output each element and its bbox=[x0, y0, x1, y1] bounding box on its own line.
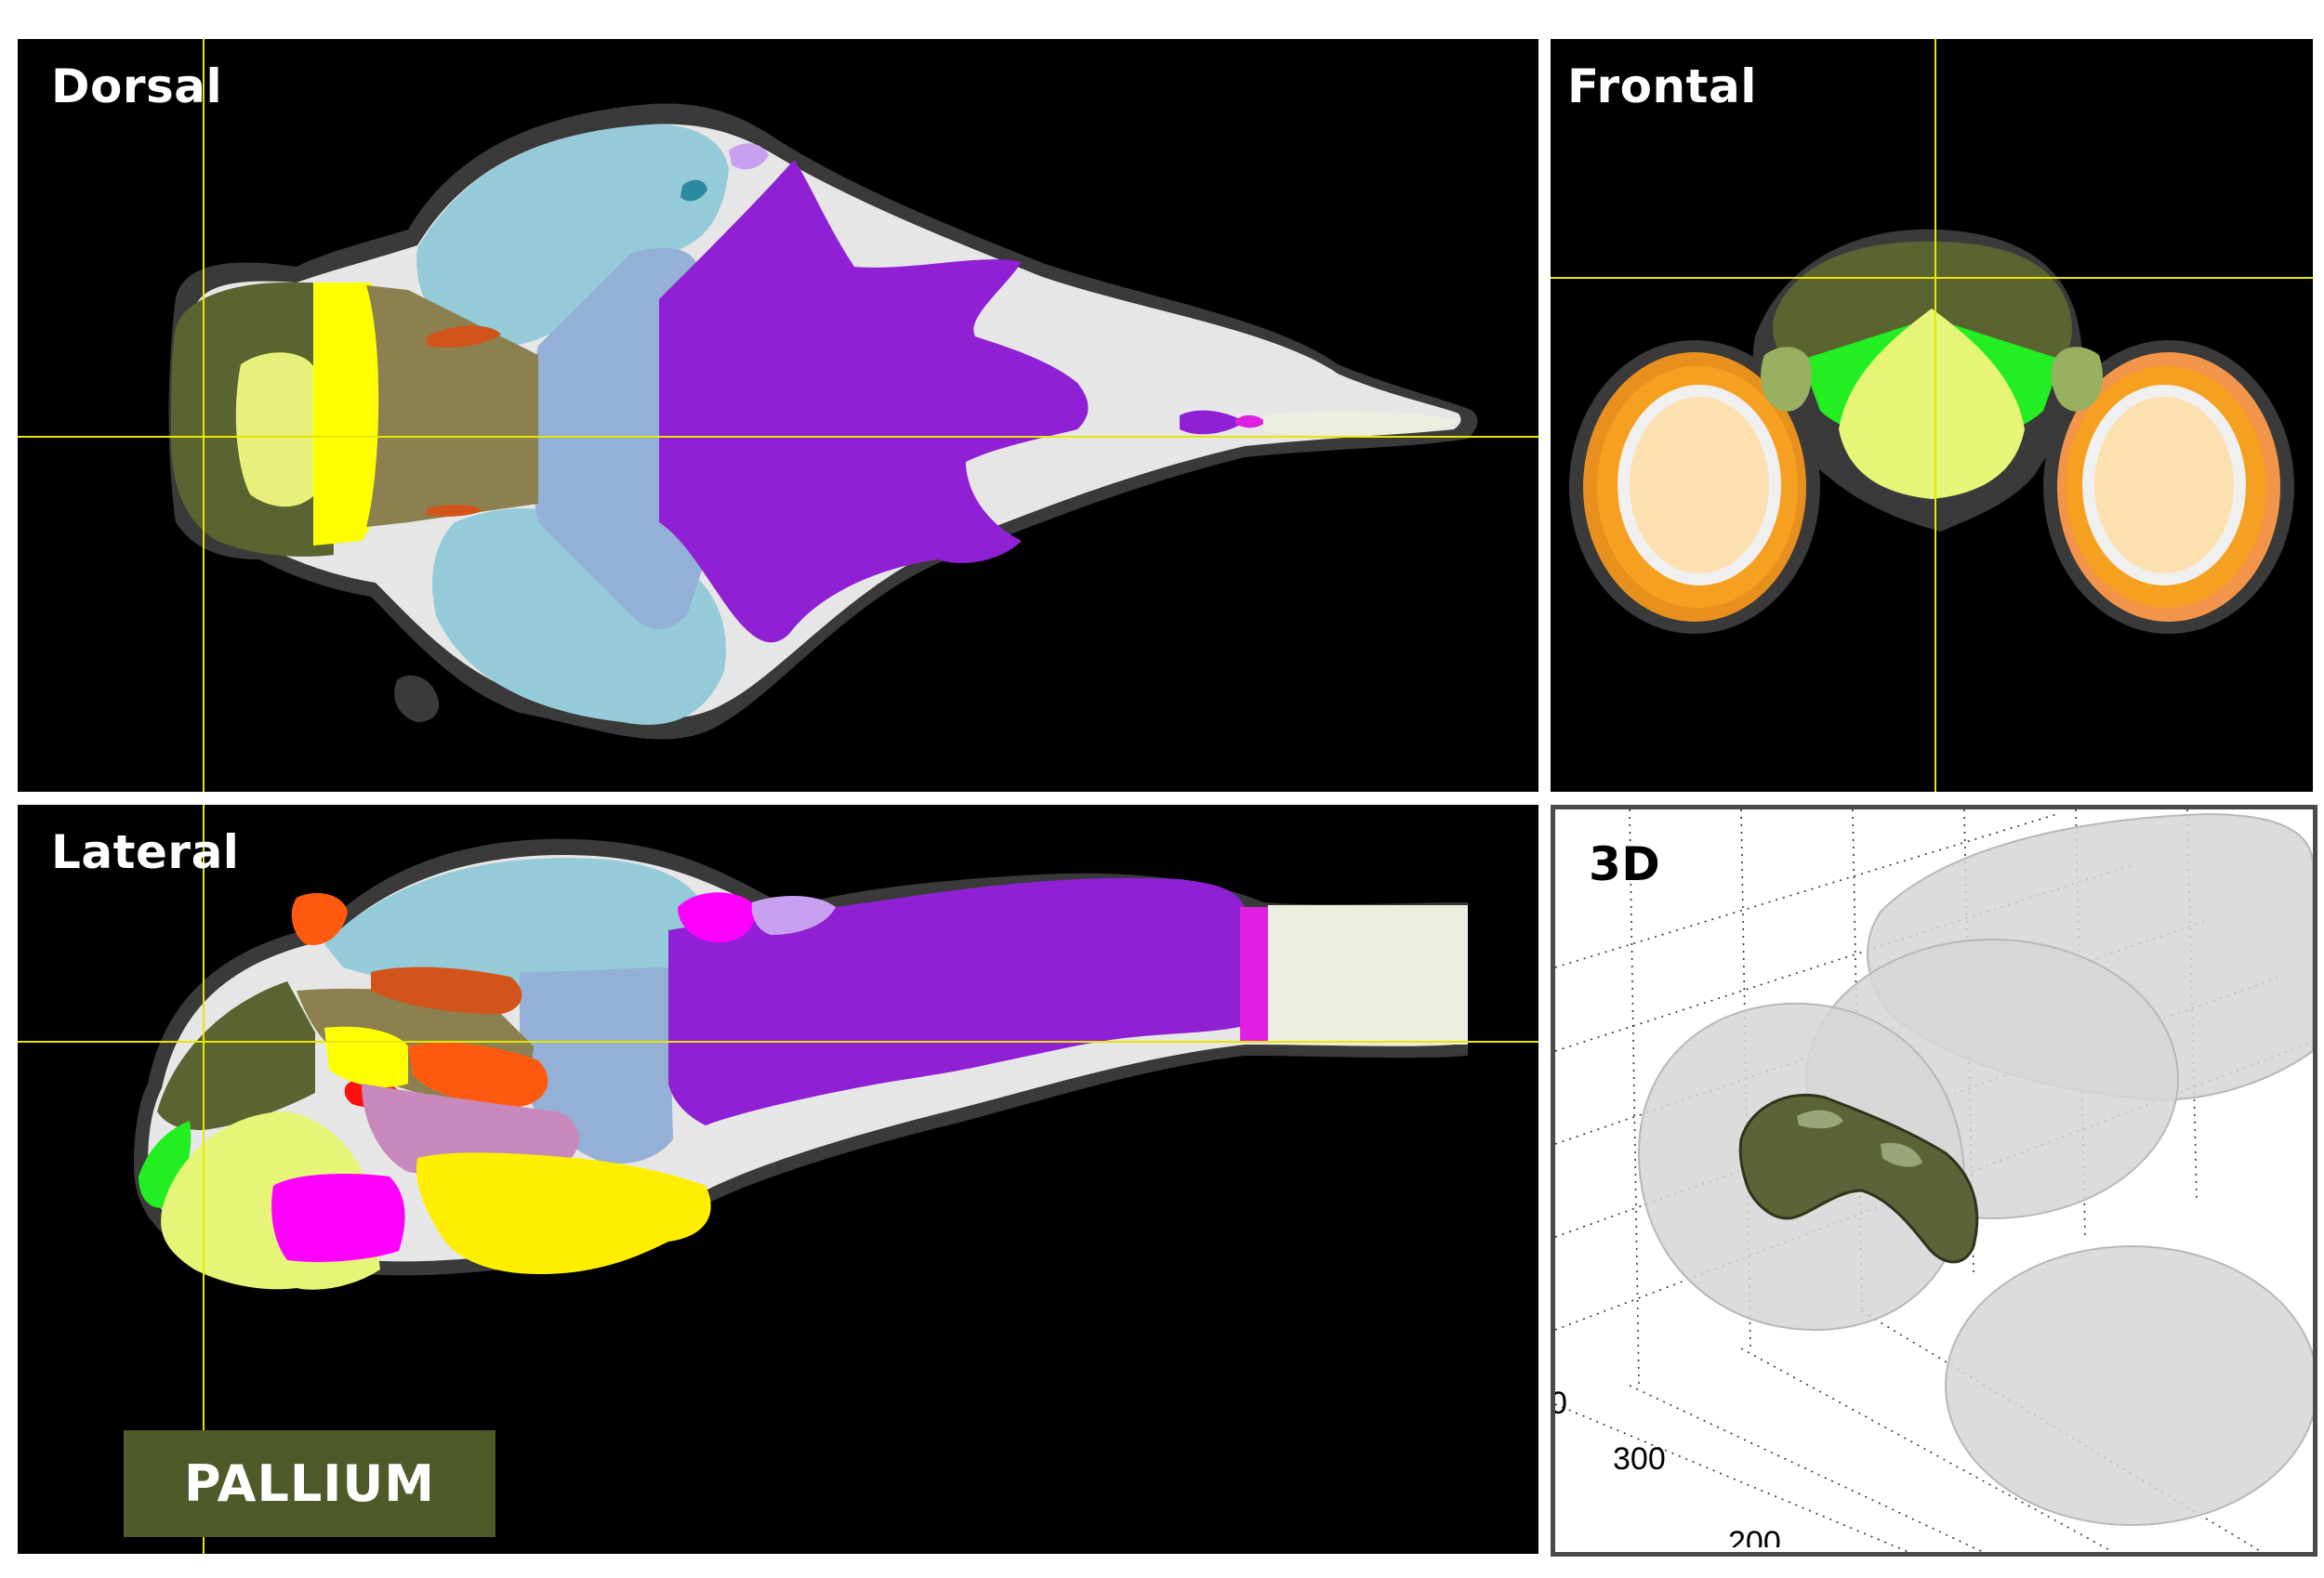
frontal-brain-map bbox=[1551, 39, 2313, 792]
frontal-side-left bbox=[1761, 347, 1812, 412]
lateral-view-panel[interactable]: Lateral PALLIUM bbox=[18, 805, 1538, 1554]
three-d-pallium-highlight-2 bbox=[1881, 1142, 1922, 1167]
dorsal-lilac-bit bbox=[729, 143, 769, 170]
lateral-hindbrain bbox=[668, 877, 1254, 1125]
dorsal-orange-bit-1 bbox=[427, 325, 501, 348]
lateral-mauve bbox=[362, 1084, 579, 1177]
dorsal-view-label: Dorsal bbox=[51, 59, 223, 113]
dorsal-yellow-band bbox=[313, 283, 387, 546]
lateral-magenta bbox=[271, 1174, 405, 1262]
lateral-lilac-top bbox=[751, 896, 836, 935]
three-d-axis-tick-b: 300 bbox=[1613, 1441, 1666, 1477]
dorsal-teal-bit bbox=[680, 179, 707, 202]
three-d-render bbox=[1555, 809, 2313, 1552]
lateral-magenta-top bbox=[678, 892, 756, 943]
dorsal-tectum bbox=[416, 124, 729, 347]
three-d-brain-shell bbox=[1637, 812, 2313, 1526]
frontal-right-eye-lens bbox=[2094, 397, 2234, 573]
lateral-tectum bbox=[324, 858, 710, 1000]
lateral-yellow-bottom bbox=[416, 1152, 711, 1274]
dorsal-spinal-cord bbox=[1263, 411, 1459, 436]
three-d-pallium bbox=[1738, 1093, 1979, 1264]
dorsal-orange-bit-2 bbox=[427, 504, 482, 517]
lateral-brain-map bbox=[18, 805, 1538, 1554]
frontal-subpallium bbox=[1839, 309, 2025, 499]
lateral-view-label: Lateral bbox=[51, 825, 240, 879]
three-d-eye-shell bbox=[1945, 1245, 2313, 1526]
lateral-orange-3 bbox=[408, 1042, 548, 1107]
region-tag-label: PALLIUM bbox=[184, 1454, 435, 1513]
dorsal-brain-map bbox=[18, 39, 1538, 792]
region-tag: PALLIUM bbox=[124, 1430, 495, 1537]
dorsal-hindbrain-spot bbox=[1235, 414, 1265, 428]
frontal-left-eye-lens bbox=[1630, 397, 1769, 573]
dorsal-dark-blob bbox=[394, 675, 440, 722]
three-d-axis-tick-c: 200 bbox=[1728, 1525, 1781, 1547]
dorsal-diencephalon bbox=[366, 285, 538, 527]
lateral-orange-1 bbox=[291, 893, 348, 945]
three-d-view-label: 3D bbox=[1589, 837, 1661, 891]
lateral-hindbrain-end bbox=[1240, 907, 1268, 1043]
frontal-view-label: Frontal bbox=[1567, 59, 1757, 113]
dorsal-subpallium bbox=[235, 352, 315, 507]
three-d-view-panel[interactable]: 3D 0 300 200 bbox=[1551, 805, 2317, 1557]
lateral-spinal-cord bbox=[1268, 905, 1468, 1045]
three-d-pallium-highlight bbox=[1797, 1110, 1843, 1129]
dorsal-hindbrain-tip bbox=[1180, 410, 1245, 435]
frontal-view-panel[interactable]: Frontal bbox=[1551, 39, 2313, 792]
dorsal-hindbrain bbox=[659, 160, 1089, 643]
three-d-axis-tick-a: 0 bbox=[1551, 1386, 1567, 1421]
frontal-side-right bbox=[2052, 347, 2103, 412]
dorsal-view-panel[interactable]: Dorsal bbox=[18, 39, 1538, 792]
lateral-pallium bbox=[157, 981, 315, 1130]
lateral-orange-2 bbox=[371, 967, 522, 1014]
